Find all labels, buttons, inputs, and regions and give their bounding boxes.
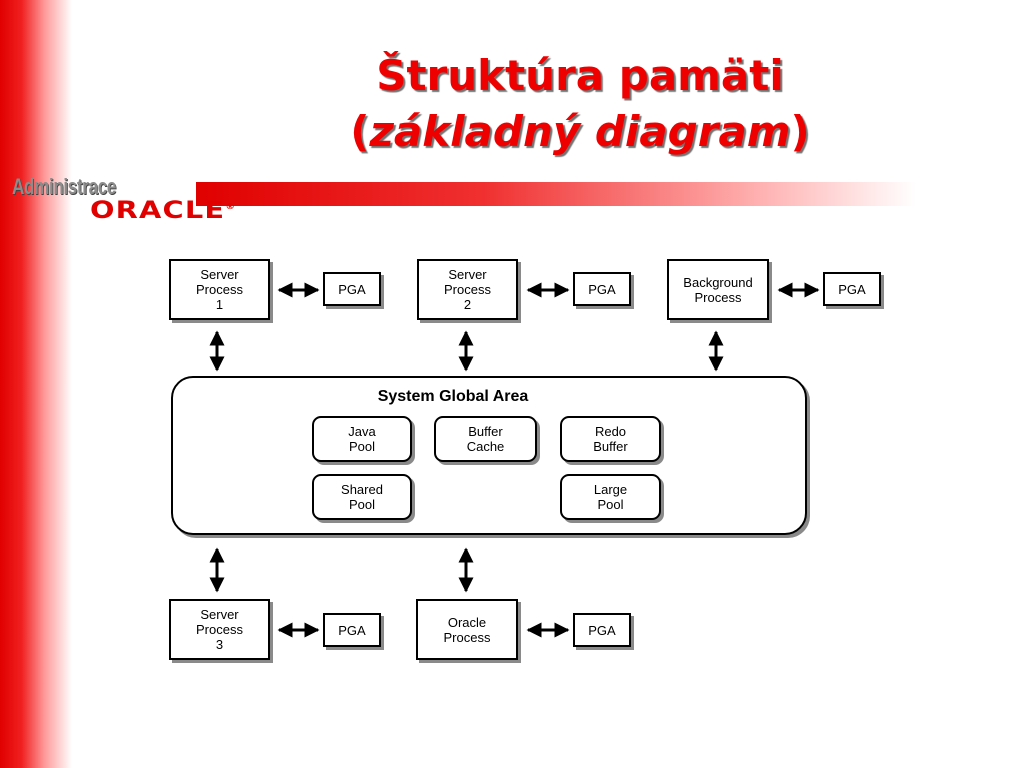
server-process-3: Server Process 3 <box>169 599 270 660</box>
title-line-1: Štruktúra pamäti <box>376 51 784 100</box>
server-process-1: Server Process 1 <box>169 259 270 320</box>
title-subtitle: základný diagram <box>369 107 791 156</box>
title-paren-close: ) <box>790 107 810 156</box>
pga-box: PGA <box>323 613 381 647</box>
brand-gradient-bar <box>196 182 916 206</box>
oracle-process: Oracle Process <box>416 599 518 660</box>
buffer-cache: Buffer Cache <box>434 416 537 462</box>
left-accent-bar <box>0 0 72 768</box>
pga-box: PGA <box>573 613 631 647</box>
shared-pool: Shared Pool <box>312 474 412 520</box>
server-process-2: Server Process 2 <box>417 259 518 320</box>
large-pool: Large Pool <box>560 474 661 520</box>
title-line-2: (základný diagram) <box>290 104 870 160</box>
title-paren-open: ( <box>350 107 370 156</box>
slide-title: Štruktúra pamäti (základný diagram) <box>290 48 870 160</box>
background-process: Background Process <box>667 259 769 320</box>
brand-text: Administrace <box>12 174 117 199</box>
pga-box: PGA <box>823 272 881 306</box>
pga-box: PGA <box>323 272 381 306</box>
redo-buffer: Redo Buffer <box>560 416 661 462</box>
sga-title: System Global Area <box>377 388 529 405</box>
java-pool: Java Pool <box>312 416 412 462</box>
pga-box: PGA <box>573 272 631 306</box>
logo-text: ORACLE <box>90 196 226 224</box>
oracle-logo: ORACLE® <box>90 196 237 224</box>
